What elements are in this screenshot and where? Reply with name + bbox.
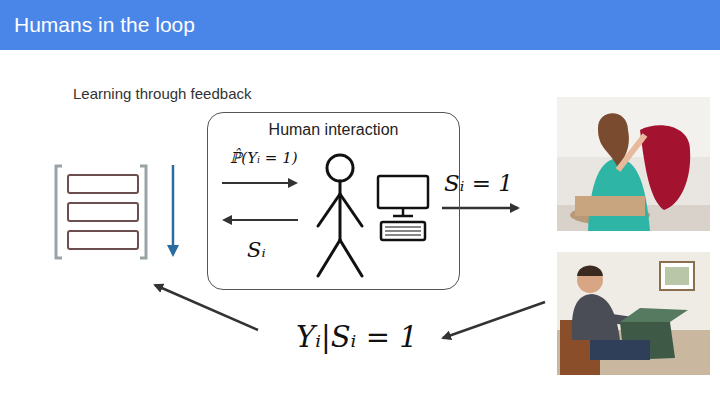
arrow-to-users <box>442 207 518 210</box>
probability-label: ℙ̂(Yᵢ = 1) <box>230 149 298 167</box>
slide-title: Humans in the loop <box>14 13 195 37</box>
selection-label: Sᵢ = 1 <box>444 170 513 196</box>
outcome-label: Yᵢ|Sᵢ = 1 <box>296 320 418 354</box>
arrow-feedback <box>443 302 545 338</box>
stick-figure <box>318 155 362 276</box>
computer-icon <box>378 176 428 240</box>
list-rows <box>68 175 138 249</box>
box-heading: Human interaction <box>208 121 459 139</box>
signal-label: Sᵢ <box>247 238 266 262</box>
arrow-left <box>224 219 298 221</box>
photo-man <box>557 252 710 375</box>
ranking-arrow <box>172 165 175 254</box>
arrow-right <box>222 182 296 184</box>
photo-woman <box>557 97 710 231</box>
subtitle: Learning through feedback <box>73 85 251 102</box>
arrow-to-ranking <box>155 285 258 330</box>
list-icon <box>56 166 146 258</box>
header-bar <box>0 0 720 50</box>
interaction-box: Human interaction <box>207 112 460 290</box>
